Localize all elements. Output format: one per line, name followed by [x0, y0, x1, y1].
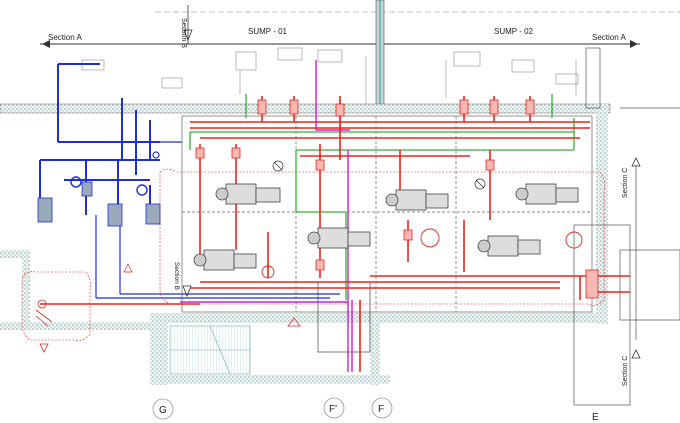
green-piping [189, 94, 575, 300]
section-c-bottom-label: Section C [622, 356, 629, 386]
section-b-top-label: Section B [180, 18, 187, 48]
right-structures [573, 47, 680, 406]
pump-icon [193, 249, 257, 271]
concrete-slab [0, 103, 611, 385]
grid-g-label: G [159, 405, 167, 416]
annotation-tags [81, 47, 579, 104]
chilled-equipment [37, 181, 161, 227]
stairs [169, 325, 251, 375]
pump-icon [215, 183, 281, 205]
section-a-left-label: Section A [48, 33, 82, 42]
grid-e-label: E [592, 412, 599, 423]
section-b-mid-label: Section B [173, 262, 180, 290]
pressure-tank-icon [261, 228, 583, 279]
grid-f-prime-label: F' [329, 404, 337, 415]
sump-01-label: SUMP - 01 [248, 27, 288, 36]
drain-fixture [35, 299, 53, 353]
grid-f-label: F [378, 404, 384, 415]
section-c-top-label: Section C [622, 168, 629, 198]
section-b-marker-mid: Section B [173, 262, 192, 298]
section-c-markers: Section C Section C [622, 157, 641, 386]
pump-icon [477, 235, 541, 257]
pump-icon [385, 189, 449, 211]
fire-valves [195, 99, 599, 299]
fire-pumps [193, 183, 579, 271]
chilled-water-piping [39, 63, 340, 299]
magenta-piping [180, 60, 353, 372]
section-b-marker-top: Section B [180, 5, 193, 48]
room-walls [181, 115, 593, 353]
pump-icon [515, 183, 579, 205]
revision-cloud-left [21, 271, 91, 341]
sump-02-label: SUMP - 02 [494, 27, 534, 36]
revision-cloud-main [159, 168, 605, 306]
pump-icon [307, 227, 371, 249]
vertical-shaft [375, 0, 385, 111]
revision-tags [123, 263, 301, 327]
valve-icon [272, 160, 486, 190]
section-a-line: Section A Section A [40, 33, 640, 48]
section-a-right-label: Section A [592, 33, 626, 42]
grid-bubbles: G F' F E [152, 397, 599, 423]
